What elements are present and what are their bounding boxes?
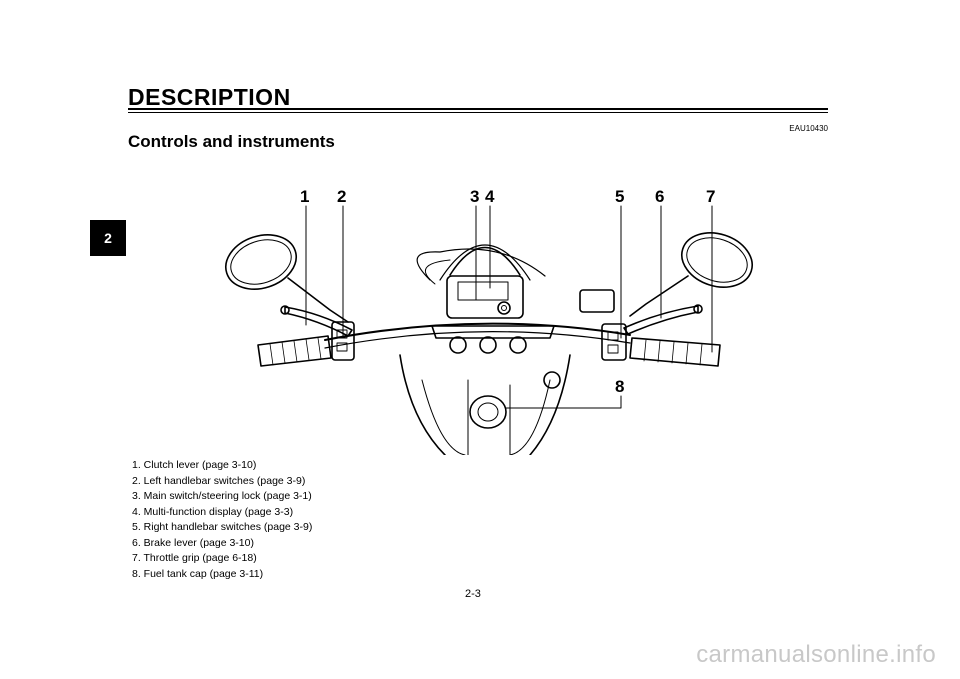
left-mirror (225, 234, 297, 290)
master-cylinder (579, 289, 615, 313)
legend-item: 2. Left handlebar switches (page 3-9) (132, 474, 306, 487)
callout-8: 8 (615, 377, 624, 396)
callout-3: 3 (470, 187, 479, 206)
subtitle: Controls and instruments (128, 132, 335, 151)
callout-4: 4 (485, 187, 495, 206)
left-grip (257, 335, 332, 367)
parts-legend: 1. Clutch lever (page 3-10) 2. Left hand… (132, 458, 312, 582)
fuel-tank (399, 354, 571, 455)
right-switch-housing (601, 323, 627, 361)
legend-item: 7. Throttle grip (page 6-18) (132, 552, 257, 564)
page-number: 2-3 (465, 588, 481, 600)
main-switch (501, 305, 507, 311)
cables (416, 248, 546, 281)
legend-item: 8. Fuel tank cap (page 3-11) (132, 567, 264, 580)
callout-7: 7 (706, 187, 715, 206)
brake-lever (623, 305, 699, 335)
triple-clamp (431, 325, 555, 339)
section-title: DESCRIPTION (128, 84, 291, 110)
header-rule-thin (128, 112, 828, 113)
legend-item: 6. Brake lever (page 3-10) (132, 536, 254, 549)
handlebar-illustration: 1 2 3 4 5 6 7 8 (225, 187, 753, 455)
legend-item: 4. Multi-function display (page 3-3) (132, 505, 294, 518)
right-mirror-stem (629, 275, 689, 317)
right-mirror (681, 232, 753, 288)
clutch-lever (284, 306, 353, 337)
headlight-cowl (449, 246, 521, 276)
watermark: carmanualsonline.info (696, 641, 936, 668)
header-rule-thick (128, 108, 828, 110)
callout-5: 5 (615, 187, 624, 206)
multi-function-display (446, 275, 524, 319)
handlebar (324, 322, 631, 341)
leader-8 (505, 395, 622, 409)
callout-6: 6 (655, 187, 664, 206)
left-mirror-stem (287, 277, 349, 323)
doc-code: EAU10430 (789, 124, 828, 133)
fuel-tank-cap (469, 395, 507, 429)
legend-item: 5. Right handlebar switches (page 3-9) (132, 521, 313, 533)
chapter-tab: 2 (90, 220, 126, 256)
legend-item: 1. Clutch lever (page 3-10) (132, 459, 257, 471)
right-grip (629, 337, 721, 367)
callout-2: 2 (337, 187, 346, 206)
callout-1: 1 (300, 187, 309, 206)
legend-item: 3. Main switch/steering lock (page 3-1) (132, 490, 312, 502)
